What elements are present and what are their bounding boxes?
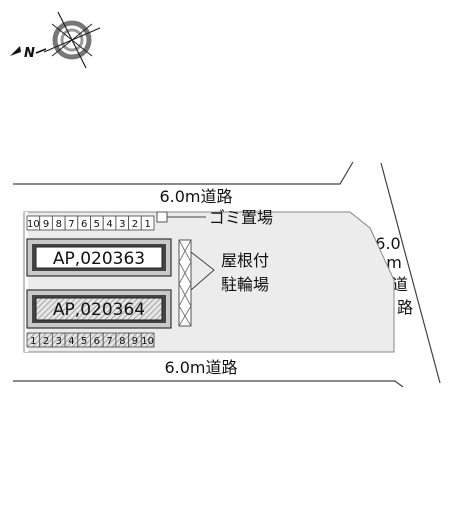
bottom-road-label: 6.0m道路 [164, 358, 237, 377]
parking-stall-number: 8 [119, 336, 125, 347]
parking-stall-number: 10 [27, 219, 40, 230]
parking-stall-number: 9 [43, 219, 49, 230]
right-road-label-line-3: 道 [392, 275, 408, 294]
parking-stall-number: 6 [81, 219, 87, 230]
parking-stall-number: 2 [43, 336, 49, 347]
site-lot [23, 211, 395, 353]
compass-icon: N [10, 11, 101, 69]
parking-stall [140, 215, 155, 231]
parking-stall-number: 4 [106, 219, 112, 230]
parking-stall-number: 9 [132, 336, 138, 347]
garbage-station-label: ゴミ置場 [209, 208, 273, 227]
right-road-label-line-1: 6.0 [375, 234, 400, 253]
parking-stall-number: 10 [141, 336, 154, 347]
right-road-label: 6.0 m 道 路 [375, 234, 413, 317]
bottom-road-edge [13, 380, 404, 388]
parking-stall-number: 7 [106, 336, 112, 347]
right-road-edge [380, 162, 441, 384]
right-road-label-line-2: m [386, 253, 402, 272]
parking-stall-number: 5 [81, 336, 87, 347]
parking-stall-number: 2 [132, 219, 138, 230]
parking-stall-number: 3 [119, 219, 125, 230]
bike-parking-label-line-2: 駐輪場 [221, 275, 269, 294]
parking-stall [140, 332, 155, 348]
building-ap-020364: AP,020364 [26, 289, 172, 329]
garbage-station [156, 211, 206, 223]
compass-north-label: N [24, 46, 35, 61]
parking-stall-number: 7 [68, 219, 74, 230]
parking-stall-number: 6 [94, 336, 100, 347]
parking-stall-number: 3 [56, 336, 62, 347]
right-road-label-line-4: 路 [397, 298, 413, 317]
building-ap-020364-label: AP,020364 [53, 300, 145, 320]
parking-stall-number: 1 [30, 336, 36, 347]
building-ap-020363: AP,020363 [26, 238, 172, 277]
parking-stall-number: 8 [56, 219, 62, 230]
top-road-edge [13, 161, 354, 185]
parking-stall-number: 4 [68, 336, 74, 347]
parking-stall-number: 5 [94, 219, 100, 230]
top-road-label: 6.0m道路 [159, 187, 232, 206]
bike-parking-label-line-1: 屋根付 [221, 251, 269, 270]
bike-parking [178, 239, 215, 327]
building-ap-020363-label: AP,020363 [53, 249, 145, 269]
parking-stall-number: 1 [144, 219, 150, 230]
